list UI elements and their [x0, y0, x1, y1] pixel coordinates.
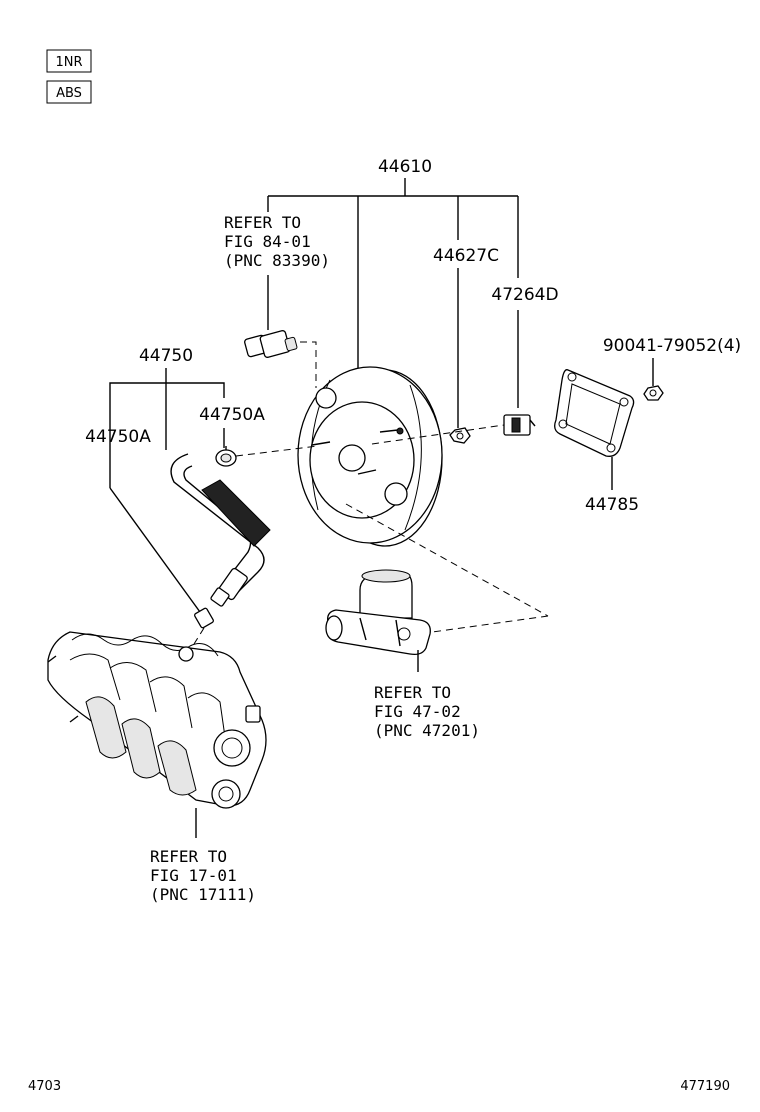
footer-code-right: 477190 [680, 1079, 730, 1094]
tag-1nr: 1NR [46, 49, 92, 73]
footer-code-left: 4703 [28, 1079, 61, 1094]
bracket-44750a [109, 382, 225, 452]
label-44610: 44610 [378, 157, 432, 177]
bracket-44610 [267, 178, 519, 368]
vacuum-hose-44750 [170, 453, 271, 607]
ref-mc-line2: FIG 47-02 [374, 702, 461, 721]
tag-abs-label: ABS [56, 86, 82, 101]
gasket-44785 [554, 369, 635, 457]
dash-hose-manifold [193, 627, 205, 645]
ref-mc-line1: REFER TO [374, 683, 451, 702]
label-47264d: 47264D [491, 285, 558, 305]
ref-mc-line3: (PNC 47201) [374, 721, 480, 740]
label-44785: 44785 [585, 495, 639, 515]
label-90041: 90041-79052(4) [603, 336, 741, 356]
dash-hose-booster [235, 445, 319, 457]
clamp-44750a-right [215, 446, 237, 467]
intake-manifold [47, 631, 267, 809]
vacuum-sensor [244, 330, 298, 358]
tag-abs: ABS [46, 80, 92, 104]
dash-booster-mc-bottom [417, 615, 549, 635]
dash-sensor [300, 341, 317, 388]
nut-44627c [449, 427, 471, 444]
label-44627c: 44627C [433, 246, 499, 266]
dash-booster-mc-top [345, 503, 549, 617]
nut-90041 [643, 385, 664, 401]
ref-sensor-line3: (PNC 83390) [224, 251, 330, 270]
ref-manifold-line3: (PNC 17111) [150, 885, 256, 904]
ref-sensor-line2: FIG 84-01 [224, 232, 311, 251]
label-44750a-left: 44750A [85, 427, 151, 447]
label-44750: 44750 [139, 346, 193, 366]
brake-booster [297, 366, 443, 547]
clevis-47264d [503, 414, 536, 436]
label-44750a-right: 44750A [199, 405, 265, 425]
tag-1nr-label: 1NR [55, 55, 82, 70]
dash-rod [371, 424, 505, 445]
ref-manifold-line2: FIG 17-01 [150, 866, 237, 885]
leader-44750a-left-diag [109, 487, 201, 613]
clamp-44750a-left [194, 607, 214, 629]
ref-sensor-line1: REFER TO [224, 213, 301, 232]
master-cylinder [325, 569, 431, 656]
ref-manifold-line1: REFER TO [150, 847, 227, 866]
